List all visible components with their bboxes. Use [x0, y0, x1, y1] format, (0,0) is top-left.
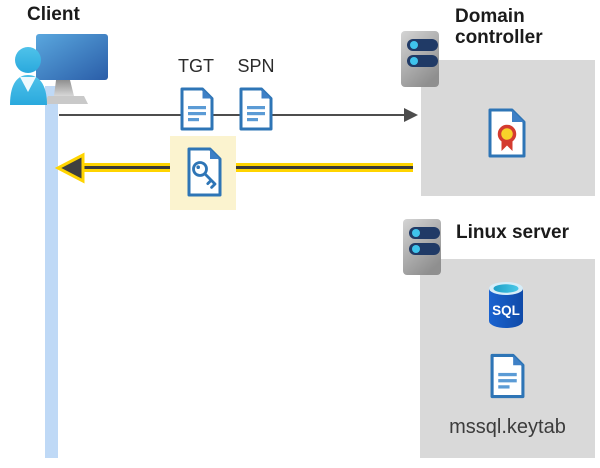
linux-server-label: Linux server — [456, 222, 569, 243]
keytab-document-icon — [490, 353, 525, 399]
certificate-icon — [488, 108, 526, 158]
response-arrowhead-icon — [54, 152, 85, 184]
client-lifeline — [45, 86, 58, 458]
key-document-icon — [187, 147, 222, 197]
linux-server-server-icon — [403, 219, 441, 275]
tgt-label: TGT — [178, 56, 214, 76]
domain-controller-label: Domain controller — [455, 6, 543, 48]
keytab-label: mssql.keytab — [449, 416, 566, 438]
domain-controller-server-icon — [401, 31, 439, 87]
request-arrow-line — [59, 114, 405, 116]
sql-database-icon: SQL — [489, 282, 523, 328]
sql-badge-text: SQL — [492, 303, 520, 318]
response-arrow-core — [72, 166, 413, 169]
client-label: Client — [27, 4, 80, 25]
request-arrowhead-icon — [404, 108, 418, 122]
spn-label: SPN — [237, 56, 275, 76]
tgt-document-icon — [180, 87, 214, 131]
user-at-computer-icon — [10, 34, 108, 105]
spn-document-icon — [239, 87, 273, 131]
